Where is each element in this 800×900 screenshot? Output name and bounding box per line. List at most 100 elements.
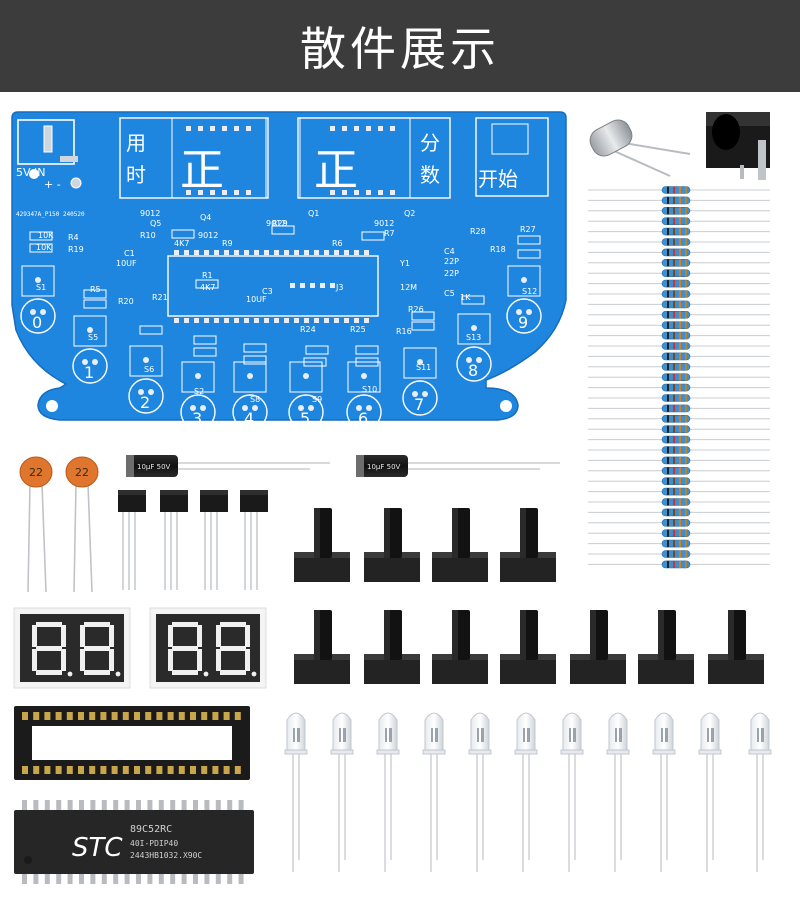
silk-label: C1 (124, 249, 135, 258)
led-cathode (297, 728, 300, 742)
chip-pin (215, 800, 221, 812)
resistor-footprint (517, 235, 541, 245)
resistor-band (679, 248, 681, 256)
header-pad (330, 283, 335, 288)
resistor-footprint (29, 243, 53, 253)
resistor-band (673, 550, 675, 558)
silk-label: R4 (68, 233, 79, 242)
start-switch-outline (491, 123, 529, 155)
display-pad (354, 190, 359, 195)
ic-pad (184, 250, 189, 255)
resistor-band (673, 404, 675, 412)
ic-pad (354, 318, 359, 323)
resistor-band (679, 415, 681, 423)
resistor-band (685, 488, 687, 496)
silk-label: S13 (466, 333, 481, 342)
resistor-band (673, 446, 675, 454)
socket-pin (66, 712, 73, 720)
chip-pin (124, 872, 130, 884)
resistor-band (679, 217, 681, 225)
resistor-band (673, 186, 675, 194)
button-stem-highlight (384, 508, 390, 558)
ic-pad (344, 250, 349, 255)
capacitor-label: 10μF 50V (137, 463, 171, 471)
ic-pad (364, 318, 369, 323)
resistor-footprint (83, 299, 107, 309)
socket-pin (156, 712, 163, 720)
display-pad (198, 190, 203, 195)
decimal-point (115, 671, 121, 677)
resistor-band (685, 332, 687, 340)
resistor-band (673, 436, 675, 444)
resistor-band (667, 259, 669, 267)
button-stem-highlight (314, 610, 320, 660)
led-pad (242, 405, 248, 411)
led-rim (284, 749, 308, 755)
socket-pin (212, 766, 219, 774)
segment (84, 670, 110, 675)
ceramic-capacitor-label: 22 (75, 466, 89, 479)
silk-label: 22P (444, 257, 459, 266)
resistor-band (679, 384, 681, 392)
silk-label: R24 (300, 325, 316, 334)
chip-pin (56, 800, 62, 812)
button-number: 8 (468, 361, 478, 380)
silk-label: 9012 (266, 219, 286, 228)
socket-pin (156, 766, 163, 774)
led-footprint (232, 394, 268, 430)
segment (32, 625, 37, 647)
ic-pad (224, 250, 229, 255)
silk-label: 10K (38, 231, 54, 240)
resistor-band (667, 228, 669, 236)
silk-label: 12M (400, 283, 417, 292)
resistor-band (685, 248, 687, 256)
silk-label: J3 (335, 283, 343, 292)
button-stem-highlight (314, 508, 320, 558)
silk-label: R27 (520, 225, 536, 234)
silk-label: R18 (490, 245, 506, 254)
led-pad (422, 391, 428, 397)
resistor-band (679, 508, 681, 516)
transistor-body (200, 490, 228, 512)
resistor-band (667, 498, 669, 506)
resistor-band (679, 456, 681, 464)
electrolytic-capacitor-body (356, 455, 408, 477)
led-body (654, 712, 674, 753)
ic-pad (244, 250, 249, 255)
ic-code: 2443HB1032.X90C (130, 851, 202, 860)
silk-label: R10 (140, 231, 156, 240)
silk-label: Q5 (150, 219, 161, 228)
resistor-band (679, 550, 681, 558)
segment (216, 649, 221, 671)
button-number: 9 (518, 313, 528, 332)
segment (36, 646, 62, 651)
resistor-band (673, 529, 675, 537)
resistor-band (673, 321, 675, 329)
resistor-band (673, 290, 675, 298)
switch-pad (247, 373, 253, 379)
button-stem-highlight (452, 610, 458, 660)
resistor-band (667, 342, 669, 350)
switch-pad (87, 327, 93, 333)
resistor-band (667, 560, 669, 568)
resistor-band (679, 467, 681, 475)
silk-label: S11 (416, 363, 431, 372)
led-rim (422, 749, 446, 755)
chip-pin (67, 872, 73, 884)
led-rim (468, 749, 492, 755)
resistor-footprint (83, 289, 107, 299)
socket-pin (190, 712, 196, 720)
led-footprint (346, 394, 382, 430)
resistor-band (673, 196, 675, 204)
display-pad (390, 190, 395, 195)
resistor-band (667, 467, 669, 475)
digit-char-left: 正 (180, 145, 224, 196)
ic-pad (244, 318, 249, 323)
led-cathode (711, 728, 714, 742)
resistor-band (667, 477, 669, 485)
display-pad (342, 190, 347, 195)
resistor-band (679, 404, 681, 412)
resistor-band (685, 550, 687, 558)
chip-pin (147, 800, 153, 812)
